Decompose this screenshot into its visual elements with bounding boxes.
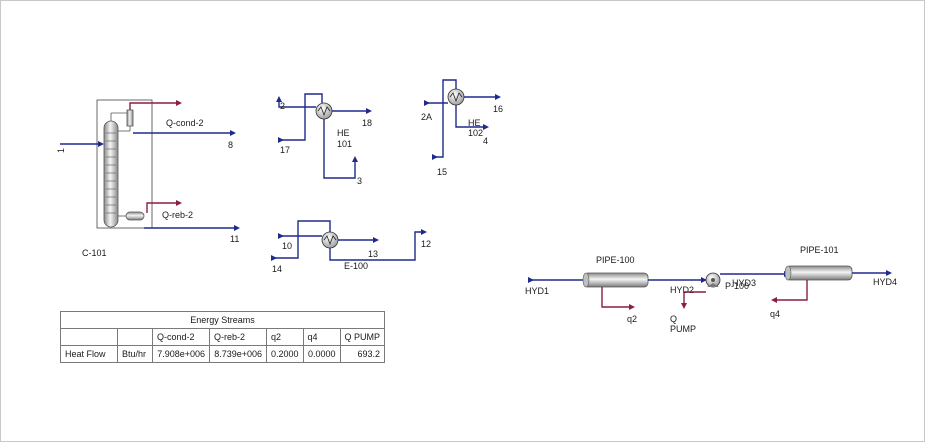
column-c101[interactable]: C-101 <box>82 99 153 258</box>
stream-13-label: 13 <box>368 249 378 259</box>
pipe-101[interactable] <box>784 265 853 281</box>
stream-2-line[interactable] <box>278 100 316 108</box>
stream-18-arrow <box>366 108 372 114</box>
reboiler <box>125 211 145 221</box>
e100-label: E-100 <box>344 261 368 271</box>
energy-col-header: Q-cond-2 <box>152 328 210 346</box>
energy-streams-table[interactable]: Energy Streams Q-cond-2 Q-reb-2 q2 q4 Q … <box>59 311 386 363</box>
pump-label: P-100 <box>725 281 749 291</box>
stream-2a-arrow <box>424 100 430 106</box>
q2-arrow <box>629 304 635 310</box>
q-reb-label: Q-reb-2 <box>162 210 193 220</box>
stream-15-arrow <box>432 154 438 160</box>
stream-16-arrow <box>495 94 501 100</box>
q-cond-arrow <box>176 100 182 106</box>
stream-3-arrow <box>352 156 358 162</box>
stream-8-label: 8 <box>228 140 233 150</box>
q-cond-label: Q-cond-2 <box>166 118 204 128</box>
column-label: C-101 <box>82 248 107 258</box>
energy-value[interactable]: 7.908e+006 <box>152 345 210 363</box>
stream-14-arrow <box>271 255 277 261</box>
stream-18-label: 18 <box>362 118 372 128</box>
stream-4-line[interactable] <box>455 105 485 128</box>
stream-3-line[interactable] <box>323 119 356 179</box>
stream-hyd4-label: HYD4 <box>873 277 897 287</box>
stream-1-label: 1 <box>56 148 66 153</box>
stream-17-arrow <box>278 137 284 143</box>
stream-10-label: 10 <box>282 241 292 251</box>
stream-11-label: 11 <box>230 234 239 244</box>
pipe100-label: PIPE-100 <box>596 255 635 265</box>
stream-1-arrow <box>98 141 104 147</box>
stream-8-arrow <box>230 130 236 136</box>
stream-4-label: 4 <box>483 136 488 146</box>
q2-label: q2 <box>627 314 637 324</box>
he101-label-1: HE <box>337 128 350 138</box>
stream-hyd4-arrow <box>886 270 892 276</box>
q-reb-line[interactable] <box>146 202 178 213</box>
stream-17-label: 17 <box>280 145 290 155</box>
q-pump-label-2: PUMP <box>670 324 696 334</box>
condenser-drum <box>126 109 134 127</box>
he102-label-2: 102 <box>468 128 483 138</box>
energy-col-header: Q-reb-2 <box>209 328 267 346</box>
q-reb-arrow <box>176 200 182 206</box>
stream-2-label: 2 <box>280 101 285 111</box>
energy-col-header: Q PUMP <box>339 328 386 346</box>
stream-14-label: 14 <box>272 264 282 274</box>
energy-value[interactable]: 693.2 <box>339 345 386 363</box>
stream-4-arrow <box>483 124 489 130</box>
energy-col-header: q4 <box>302 328 341 346</box>
column-vessel <box>103 120 119 228</box>
q-pump-label-1: Q <box>670 314 677 324</box>
q-pump-line[interactable] <box>683 291 706 305</box>
stream-2-arrow <box>276 96 282 102</box>
stream-16-label: 16 <box>493 104 503 114</box>
heat-exchanger-he101[interactable] <box>315 102 333 120</box>
pipe-100[interactable] <box>582 272 649 288</box>
q-pump-arrow <box>681 303 687 309</box>
energy-value[interactable]: 0.2000 <box>266 345 304 363</box>
pump-p100[interactable] <box>705 272 721 288</box>
energy-table-title: Energy Streams <box>59 311 386 329</box>
energy-value[interactable]: 0.0000 <box>302 345 341 363</box>
q4-arrow <box>771 297 777 303</box>
stream-14-line[interactable] <box>273 220 331 259</box>
stream-15-label: 15 <box>437 167 447 177</box>
q4-label: q4 <box>770 309 780 319</box>
stream-2a-label: 2A <box>421 112 432 122</box>
he102-label-1: HE <box>468 118 481 128</box>
stream-12-label: 12 <box>421 239 431 249</box>
stream-11-arrow <box>234 225 240 231</box>
stream-hyd1-arrow <box>528 277 534 283</box>
column-envelope <box>96 99 153 229</box>
q4-line[interactable] <box>775 280 808 301</box>
energy-unit: Btu/hr <box>117 345 153 363</box>
stream-12-arrow <box>421 229 427 235</box>
he101-label-2: 101 <box>337 139 352 149</box>
stream-hyd2-arrow <box>701 277 707 283</box>
stream-15-line[interactable] <box>434 79 457 158</box>
q-cond-line[interactable] <box>129 102 178 110</box>
heat-exchanger-he102[interactable] <box>447 88 465 106</box>
column-trays <box>106 132 116 214</box>
pipe101-label: PIPE-101 <box>800 245 839 255</box>
energy-col-header: q2 <box>266 328 304 346</box>
stream-hyd3-label: HYD3 <box>732 278 756 288</box>
heat-exchanger-e100[interactable] <box>321 231 339 249</box>
stream-10-arrow <box>278 233 284 239</box>
stream-3-label: 3 <box>357 176 362 186</box>
stream-hyd1-label: HYD1 <box>525 286 549 296</box>
energy-row-label: Heat Flow <box>60 345 118 363</box>
stream-13-arrow <box>373 237 379 243</box>
stream-12-line[interactable] <box>329 231 423 261</box>
energy-value[interactable]: 8.739e+006 <box>209 345 267 363</box>
pipe100-body <box>583 272 649 288</box>
q2-line[interactable] <box>601 287 631 308</box>
stream-17-line[interactable] <box>280 93 323 141</box>
pipe101-body <box>785 265 853 281</box>
stream-hyd2-label: HYD2 <box>670 285 694 295</box>
